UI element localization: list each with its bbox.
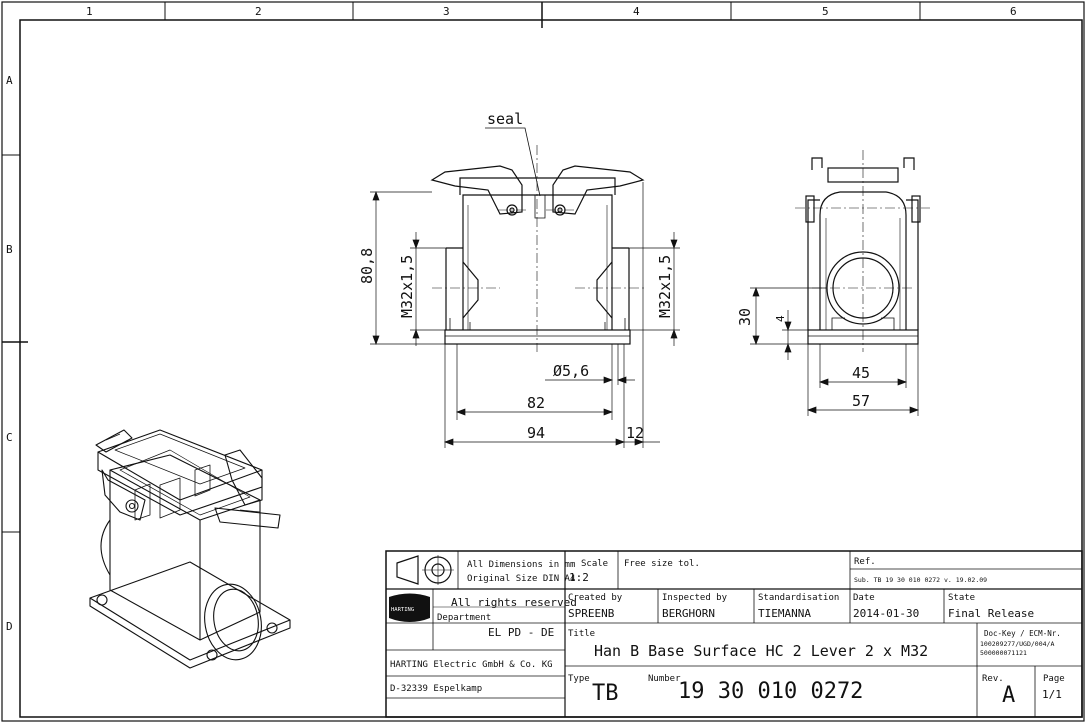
harting-logo: HARTING <box>389 593 430 622</box>
original-size-note: Original Size DIN A4 <box>467 574 575 584</box>
seal-label: seal <box>487 110 523 128</box>
row-label: B <box>6 243 13 256</box>
type-label: Type <box>568 674 590 684</box>
state-label: State <box>948 593 975 603</box>
frame-labels: 1 2 3 4 5 6 A B C D <box>6 5 1017 633</box>
standardisation-label: Standardisation <box>758 593 839 603</box>
date-value: 2014-01-30 <box>853 607 919 620</box>
date-label: Date <box>853 593 875 603</box>
doc-key-label: Doc-Key / ECM-Nr. <box>984 629 1061 638</box>
thread-right-label: M32x1,5 <box>656 255 674 318</box>
inner-width-label: 82 <box>527 394 545 412</box>
column-label: 3 <box>443 5 450 18</box>
state-value: Final Release <box>948 607 1034 620</box>
row-label: A <box>6 74 13 87</box>
ref-label: Ref. <box>854 557 876 567</box>
front-view-dimension-labels: seal 80,8 M32x1,5 M32x1,5 Ø5,6 82 94 12 <box>358 110 674 442</box>
row-label: D <box>6 620 13 633</box>
revision-label: Rev. <box>982 674 1004 684</box>
column-label: 2 <box>255 5 262 18</box>
inspected-by-label: Inspected by <box>662 593 728 603</box>
page-label: Page <box>1043 674 1065 684</box>
side-inner-width-label: 45 <box>852 364 870 382</box>
scale-label: Scale <box>581 559 608 569</box>
company-name: HARTING Electric GmbH & Co. KG <box>390 660 553 670</box>
standardisation-value: TIEMANNA <box>758 607 811 620</box>
column-label: 1 <box>86 5 93 18</box>
side-view <box>795 150 930 352</box>
dimensions-note: All Dimensions in mm <box>467 560 575 570</box>
side-height-label: 30 <box>736 308 754 326</box>
title-block <box>385 550 1083 718</box>
ref-value: Sub. TB 19 30 010 0272 v. 19.02.09 <box>854 576 987 584</box>
side-view-dimension-labels: 30 4 45 57 <box>736 308 870 410</box>
column-label: 5 <box>822 5 829 18</box>
front-view <box>430 127 645 352</box>
hole-diameter-label: Ø5,6 <box>553 362 589 380</box>
type-value: TB <box>592 681 619 706</box>
tolerance-label: Free size tol. <box>624 559 700 569</box>
front-view-dimensions <box>370 182 680 448</box>
title-block-text: All Dimensions in mm Original Size DIN A… <box>390 557 1065 708</box>
drawing-number: 19 30 010 0272 <box>678 679 863 704</box>
flange-label: 12 <box>626 424 644 442</box>
outer-width-label: 94 <box>527 424 545 442</box>
drawing-title: Han B Base Surface HC 2 Lever 2 x M32 <box>594 642 928 660</box>
company-address: D-32339 Espelkamp <box>390 684 482 694</box>
side-small-label: 4 <box>774 315 787 322</box>
thread-left-label: M32x1,5 <box>398 255 416 318</box>
column-label: 6 <box>1010 5 1017 18</box>
side-view-dimensions <box>750 287 919 416</box>
row-label: C <box>6 431 13 444</box>
isometric-view <box>89 429 291 669</box>
number-label: Number <box>648 674 681 684</box>
rights-note: All rights reserved <box>451 596 577 609</box>
logo-text: HARTING <box>391 607 414 613</box>
height-dimension-label: 80,8 <box>358 248 376 284</box>
inspected-by-value: BERGHORN <box>662 607 715 620</box>
revision-value: A <box>1002 683 1015 708</box>
side-outer-width-label: 57 <box>852 392 870 410</box>
scale-value: 1:2 <box>569 571 589 584</box>
created-by-value: SPREENB <box>568 607 615 620</box>
doc-key-line1: 100209277/UGD/004/A <box>980 640 1054 648</box>
department-label: Department <box>437 613 491 623</box>
department-value: EL PD - DE <box>488 626 554 639</box>
doc-key-line2: 500000071121 <box>980 649 1027 657</box>
projection-symbol-icon <box>396 555 454 585</box>
created-by-label: Created by <box>568 593 623 603</box>
page-value: 1/1 <box>1042 688 1062 701</box>
column-label: 4 <box>633 5 640 18</box>
title-label: Title <box>568 629 595 639</box>
